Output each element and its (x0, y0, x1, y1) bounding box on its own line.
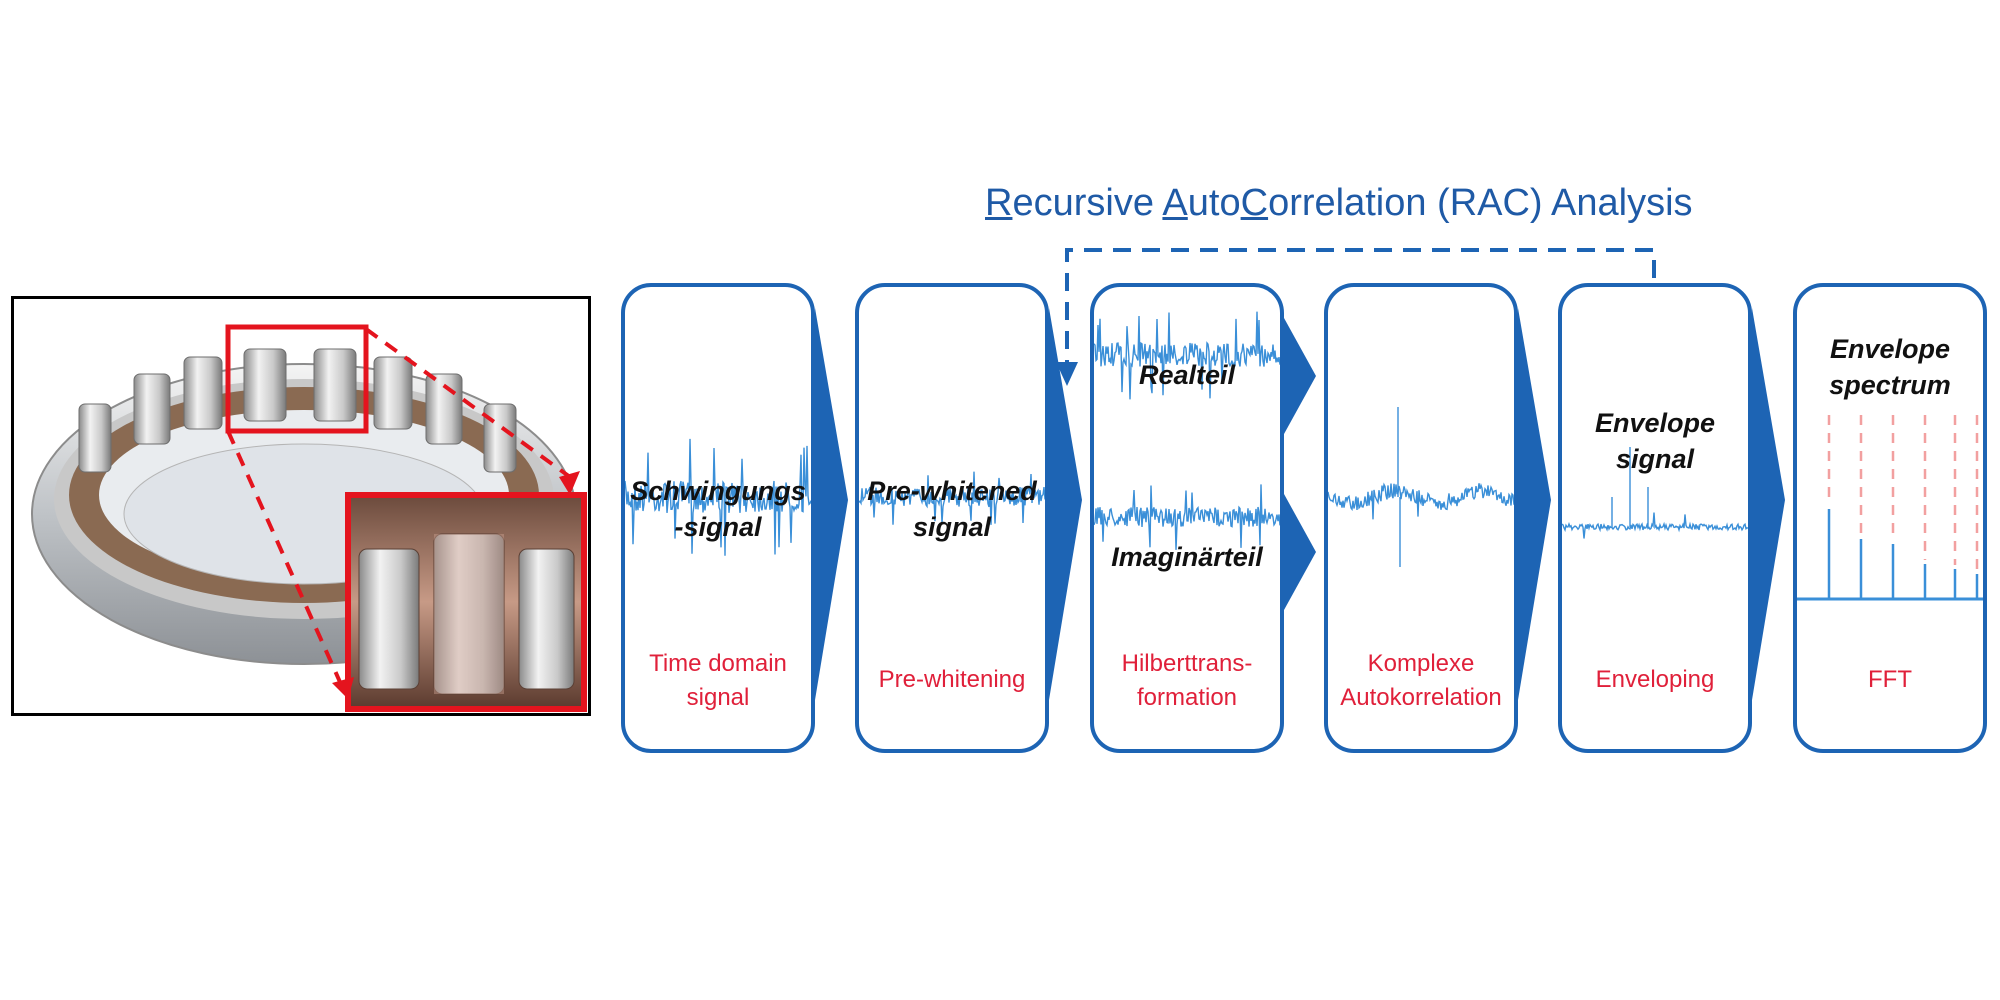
stage-pre-whitening: Pre-whitened signal Pre-whitening (855, 283, 1049, 753)
stage-caption-line1: Pre-whitening (878, 666, 1026, 693)
title-part: orrelation (RAC) Analysis (1268, 182, 1693, 224)
stage-label-line1: Envelope (1829, 334, 1951, 364)
arrow-right-icon (815, 308, 848, 700)
signal-trace-imaginary (1094, 484, 1280, 550)
stage-caption-line1: Hilberttrans- (1121, 650, 1253, 677)
title-letter-r: R (985, 182, 1013, 224)
title-part: ecursive (1012, 182, 1163, 224)
signal-trace (1562, 447, 1748, 539)
stage-label-line2: spectrum (1829, 370, 1951, 400)
stage-caption-line1: Time domain (649, 650, 787, 677)
arrow-right-icon (1518, 308, 1551, 700)
spectrum-trace (1797, 415, 1983, 601)
stage-label-line1: Envelope (1594, 408, 1716, 438)
bearing-photo (11, 296, 591, 716)
stage-fft: Envelope spectrum FFT (1793, 283, 1987, 753)
stage-caption-line1: FFT (1868, 666, 1912, 693)
stage-caption-line2: Autokorrelation (1340, 684, 1502, 711)
stage-hilbert: Realteil Imaginärteil Hilberttrans- form… (1090, 283, 1284, 753)
signal-trace (1328, 407, 1514, 567)
arrow-down-icon (1056, 362, 1078, 386)
title-part: uto (1187, 182, 1241, 224)
stage-autocorrelation: Komplexe Autokorrelation (1324, 283, 1518, 753)
stage-caption-line1: Enveloping (1595, 666, 1715, 693)
stage-caption-line2: formation (1136, 684, 1238, 711)
stage-enveloping: Envelope signal Enveloping (1558, 283, 1752, 753)
arrow-right-icon (1284, 318, 1316, 434)
bearing-illustration (31, 324, 587, 712)
diagram-title: Recursive AutoCorrelation (RAC) Analysis (985, 182, 1693, 225)
title-letter-a: A (1162, 182, 1188, 224)
signal-trace-real (1094, 311, 1280, 400)
arrow-right-icon (1284, 494, 1316, 610)
title-letter-c: C (1240, 182, 1269, 224)
stage-label-line1: Schwingungs (630, 476, 806, 506)
stage-label-line2: signal (1615, 444, 1695, 474)
signal-trace (625, 438, 811, 556)
highlight-box (225, 324, 369, 434)
stage-label-line2: signal (912, 512, 992, 542)
stage-label-real: Realteil (1138, 360, 1236, 390)
stage-label-imaginary: Imaginärteil (1111, 542, 1263, 572)
stage-caption-line1: Komplexe (1367, 650, 1475, 677)
arrow-right-icon (1752, 308, 1785, 700)
stage-time-domain: Schwingungs -signal Time domain signal (621, 283, 815, 753)
stage-label-line2: -signal (674, 512, 762, 542)
signal-trace (859, 471, 1045, 525)
arrow-right-icon (1049, 308, 1082, 700)
stage-label-line1: Pre-whitened (867, 476, 1037, 506)
stage-caption-line2: signal (686, 684, 750, 711)
